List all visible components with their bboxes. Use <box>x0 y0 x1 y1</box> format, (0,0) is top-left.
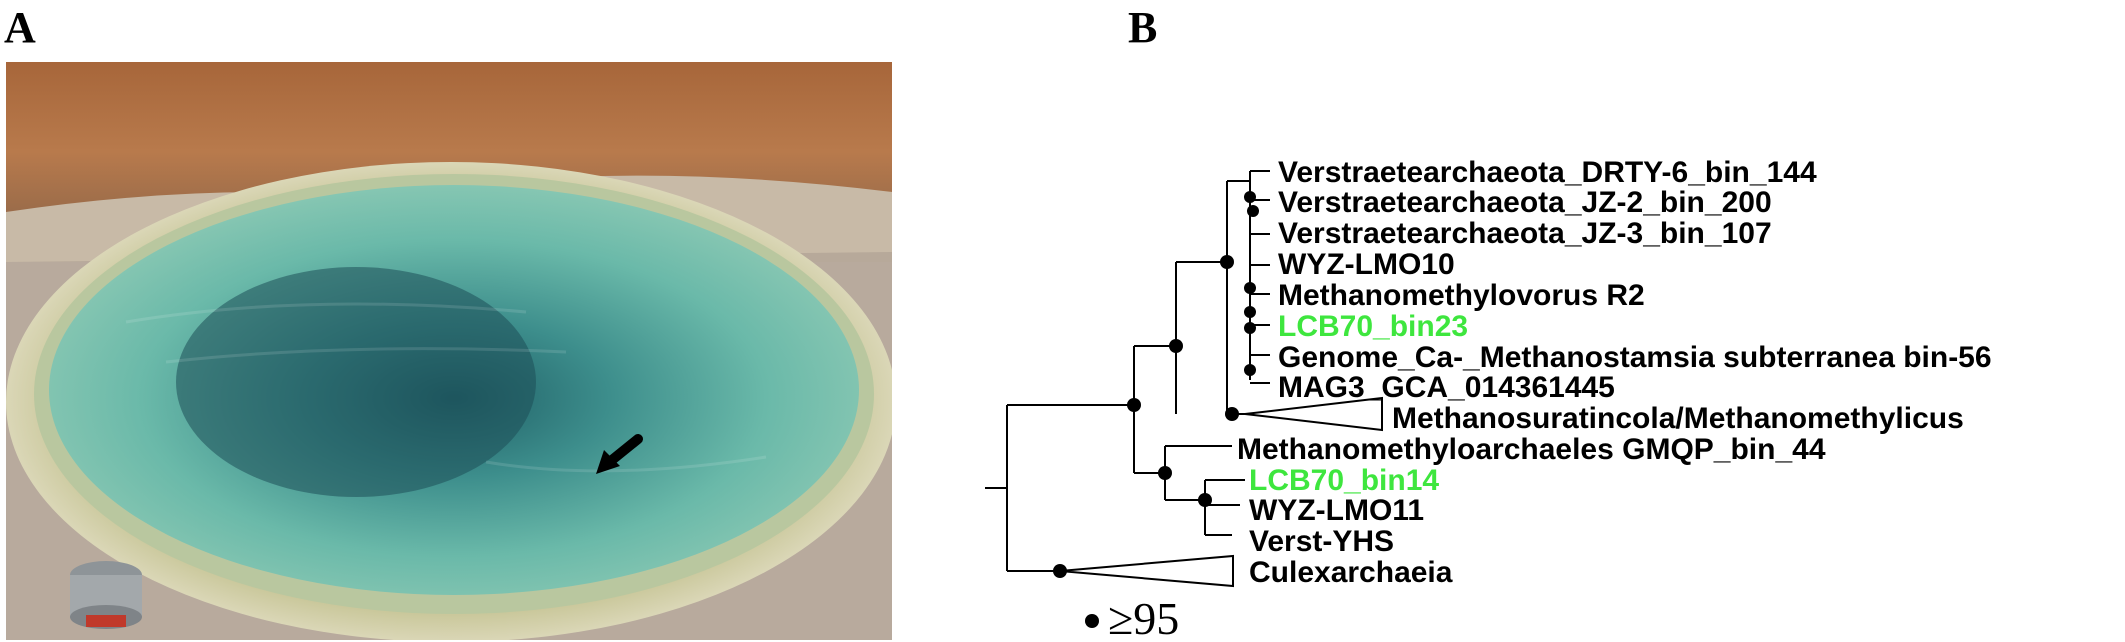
leaf-label: Verstraetearchaeota_JZ-3_bin_107 <box>1278 217 1772 250</box>
bootstrap-dot <box>1158 466 1172 480</box>
leaf-label: Verstraetearchaeota_DRTY-6_bin_144 <box>1278 156 1817 189</box>
bootstrap-dot <box>1244 191 1256 203</box>
leaf-label: LCB70_bin14 <box>1249 464 1439 497</box>
legend-label: ≥95 <box>1108 593 1179 642</box>
leaf-label: Verstraetearchaeota_JZ-2_bin_200 <box>1278 186 1772 219</box>
leaf-label: Culexarchaeia <box>1249 556 1453 589</box>
leaf-label: Methanosuratincola/Methanomethylicus <box>1392 402 1964 435</box>
leaf-label: WYZ-LMO11 <box>1249 494 1424 527</box>
bootstrap-dot <box>1225 407 1239 421</box>
cooking-pot-icon <box>70 561 142 629</box>
bootstrap-dot <box>1169 339 1183 353</box>
bootstrap-dot <box>1127 398 1141 412</box>
leaf-label: LCB70_bin23 <box>1278 310 1468 343</box>
arrow-icon <box>596 434 643 474</box>
panel-label-a: A <box>4 3 36 52</box>
leaf-label: MAG3_GCA_014361445 <box>1278 371 1615 404</box>
leaf-label: Methanomethylovorus R2 <box>1278 279 1645 312</box>
leaf-label: Verst-YHS <box>1249 525 1394 558</box>
bootstrap-dot <box>1053 564 1067 578</box>
bootstrap-dot <box>1244 282 1256 294</box>
bootstrap-dot <box>1244 364 1256 376</box>
leaf-label: Methanomethyloarchaeles GMQP_bin_44 <box>1237 433 1826 466</box>
legend-dot-icon <box>1085 614 1099 628</box>
bootstrap-dot <box>1247 205 1259 217</box>
panel-label-b: B <box>1128 3 1158 52</box>
hot-spring-photo <box>6 62 892 640</box>
collapsed-clade-culexarchaeia <box>1059 554 1234 588</box>
bootstrap-dot <box>1198 493 1212 507</box>
collapsed-clade-methanosuratincola <box>1244 396 1383 432</box>
bootstrap-dot <box>1220 255 1234 269</box>
leaf-label: Genome_Ca-_Methanostamsia subterranea bi… <box>1278 341 1992 374</box>
leaf-label: WYZ-LMO10 <box>1278 248 1455 281</box>
bootstrap-dot <box>1244 306 1256 318</box>
bootstrap-dot <box>1244 322 1256 334</box>
